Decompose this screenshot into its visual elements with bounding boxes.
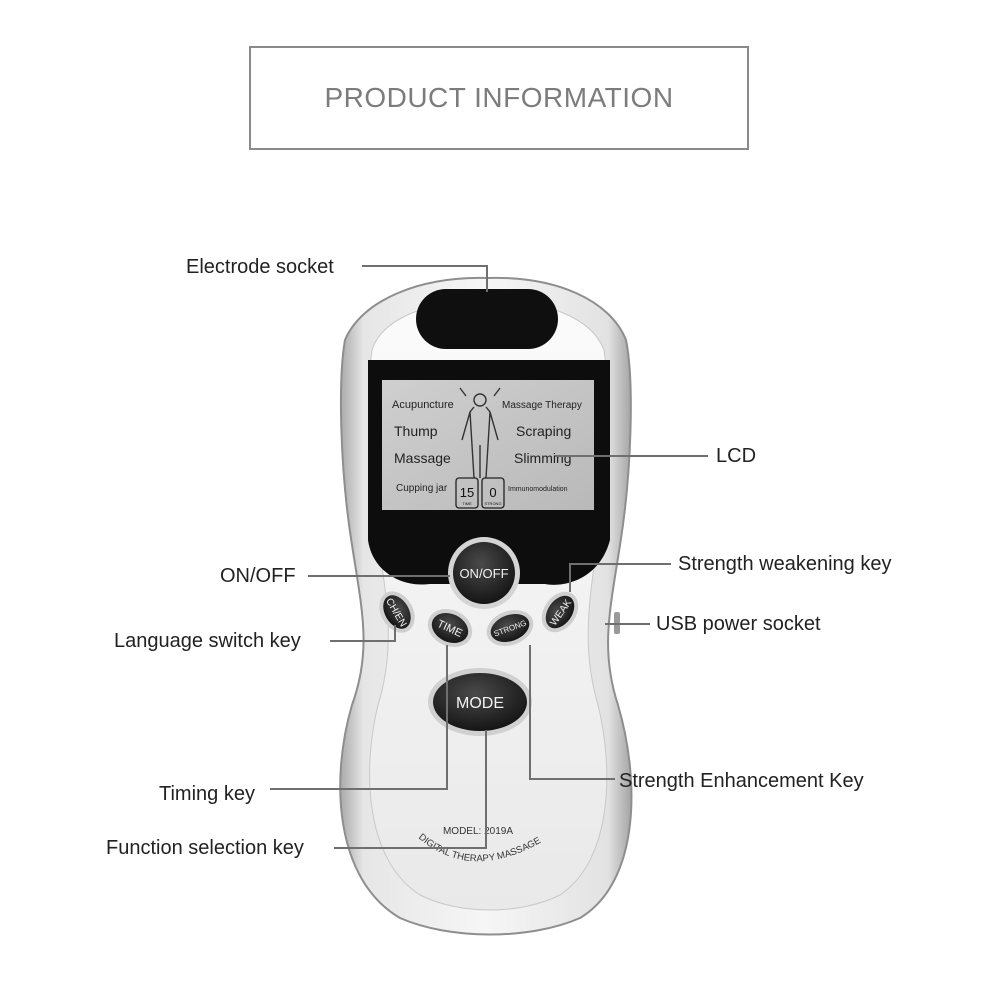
lcd-strong-window (481, 477, 505, 509)
callout-strength-weakening: Strength weakening key (678, 553, 892, 575)
on-off-button-label: ON/OFF (459, 566, 508, 581)
lcd-thump: Thump (394, 423, 438, 439)
mode-button-label: MODE (456, 695, 504, 712)
leader-lines (270, 265, 708, 849)
leader-strength-weakening (569, 563, 671, 592)
lcd-scraping: Scraping (516, 423, 571, 439)
callout-on-off: ON/OFF (220, 565, 296, 587)
time-button[interactable]: TIME (422, 602, 479, 654)
page-title: PRODUCT INFORMATION (324, 82, 674, 113)
on-off-button[interactable]: ON/OFF (448, 537, 520, 609)
callout-function-selection: Function selection key (106, 837, 304, 859)
leader-function-selection (334, 730, 487, 849)
mode-button[interactable]: MODE (428, 668, 532, 736)
lcd-immunomodulation: Immunomodulation (508, 486, 568, 493)
strong-button[interactable]: STRONG (482, 604, 539, 652)
leader-timing (270, 645, 448, 790)
leader-language-switch (330, 625, 396, 642)
lcd-time-label: TIME (462, 501, 472, 506)
callout-usb-power: USB power socket (656, 613, 821, 635)
lcd-massage-therapy: Massage Therapy (502, 400, 582, 411)
leader-strength-enhancement (529, 645, 615, 780)
header-box: PRODUCT INFORMATION (249, 46, 749, 150)
lcd-slimming: Slimming (514, 450, 572, 466)
lcd-strong-digits: 0 (489, 485, 496, 500)
lcd-labels: Acupuncture Massage Therapy Thump Scrapi… (392, 399, 582, 494)
lcd-body-figure-icon (459, 387, 501, 479)
callout-language-switch: Language switch key (114, 630, 301, 652)
callout-timing: Timing key (159, 783, 255, 805)
callout-strength-enhancement: Strength Enhancement Key (619, 770, 864, 792)
model-label: MODEL: 2019A (443, 826, 513, 837)
callout-lcd: LCD (716, 445, 757, 467)
lcd-strong-label: STRONG (484, 501, 501, 506)
electrode-socket (416, 289, 558, 349)
lcd-time-window (455, 477, 479, 509)
language-switch-button[interactable]: CH/EN (372, 585, 422, 639)
callout-electrode-socket: Electrode socket (186, 256, 334, 278)
lcd-massage: Massage (394, 450, 451, 466)
lcd-cupping-jar: Cupping jar (396, 483, 448, 494)
leader-electrode-socket (362, 265, 488, 292)
lcd-time-digits: 15 (460, 485, 474, 500)
lcd-acupuncture: Acupuncture (392, 399, 454, 411)
weak-button[interactable]: WEAK (534, 585, 585, 639)
